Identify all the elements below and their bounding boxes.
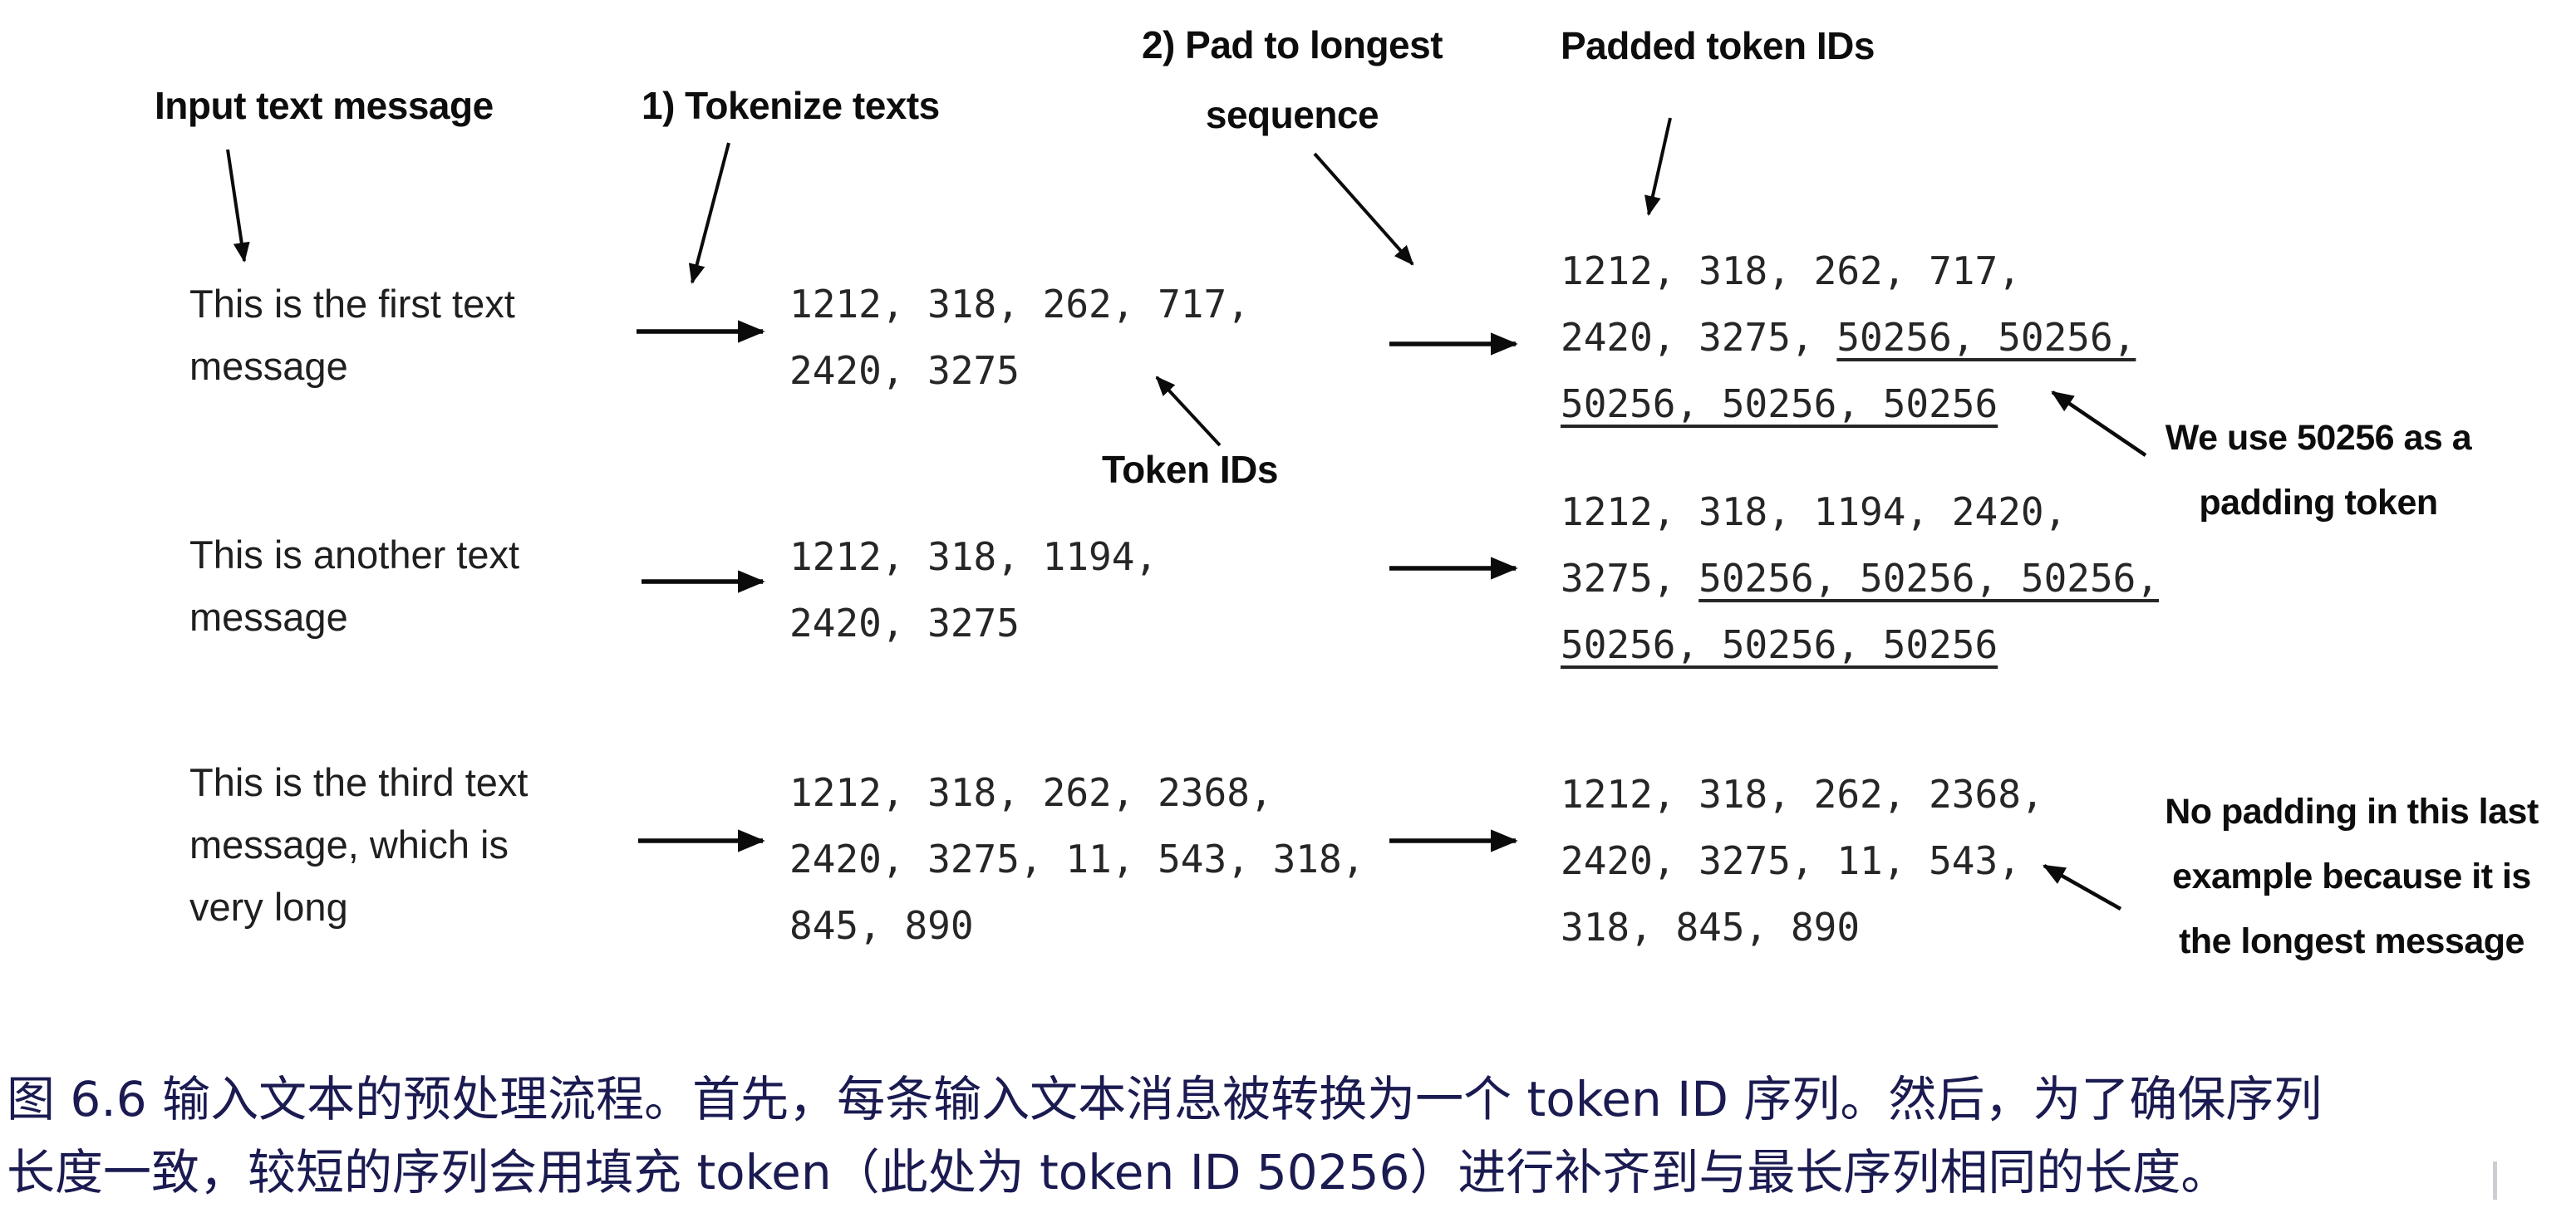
row3-message-line3: very long [189, 885, 348, 929]
label-pad-to-longest: 2) Pad to longest sequence [1097, 10, 1487, 150]
text-cursor-artifact [2493, 1161, 2497, 1200]
label-pad-line2: sequence [1205, 93, 1379, 136]
label-padded-token-ids: Padded token IDs [1561, 24, 1875, 67]
row2-message-line1: This is another text [189, 533, 520, 577]
row1-ids-line1: 1212, 318, 262, 717, [789, 282, 1250, 327]
note-padding-line1: We use 50256 as a [2165, 418, 2472, 458]
row3-padded-token-ids: 1212, 318, 262, 2368, 2420, 3275, 11, 54… [1561, 761, 2044, 960]
label-pad-line1: 2) Pad to longest [1141, 23, 1443, 66]
row2-padded-line3: 50256, 50256, 50256 [1561, 622, 1998, 667]
note-no-padding-line1: No padding in this last [2165, 792, 2539, 832]
note-no-padding-line2: example because it is [2172, 857, 2531, 896]
row1-message-line2: message [189, 344, 348, 388]
label-tokenize-texts: 1) Tokenize texts [642, 84, 940, 127]
row1-input-message: This is the first text message [189, 273, 515, 397]
arrow-tokenize-label-to-row1 [688, 142, 730, 284]
row2-padded-line1: 1212, 318, 1194, 2420, [1561, 489, 2067, 534]
arrow-input-label-to-row1 [226, 149, 250, 263]
row1-padded-line2: 2420, 3275, 50256, 50256, [1561, 315, 2136, 360]
row3-input-message: This is the third text message, which is… [189, 751, 528, 938]
row3-message-line1: This is the third text [189, 760, 528, 804]
row2-ids-line2: 2420, 3275 [789, 601, 1020, 646]
row1-token-ids: 1212, 318, 262, 717, 2420, 3275 [789, 271, 1250, 404]
row3-ids-line2: 2420, 3275, 11, 543, 318, [789, 837, 1365, 881]
row1-message-line1: This is the first text [189, 282, 515, 326]
row1-padded-line3: 50256, 50256, 50256 [1561, 381, 1998, 426]
row2-message-line2: message [189, 595, 348, 639]
row1-ids-line2: 2420, 3275 [789, 348, 1020, 393]
arrow-nopadding-note-to-row3-padded [2043, 864, 2122, 911]
figure-caption-line1: 图 6.6 输入文本的预处理流程。首先，每条输入文本消息被转换为一个 token… [7, 1071, 2323, 1127]
note-padding-token: We use 50256 as a padding token [2077, 405, 2559, 535]
arrow-pad-label-to-row1 [1313, 152, 1414, 266]
row3-message-line2: message, which is [189, 823, 509, 867]
arrow-padded-label-to-row1 [1644, 117, 1672, 216]
row3-ids-line3: 845, 890 [789, 903, 974, 948]
note-padding-line2: padding token [2199, 483, 2438, 523]
note-no-padding: No padding in this last example because … [2127, 779, 2576, 974]
row2-token-ids: 1212, 318, 1194, 2420, 3275 [789, 523, 1158, 656]
row2-ids-line1: 1212, 318, 1194, [789, 534, 1158, 579]
row1-padded-line1: 1212, 318, 262, 717, [1561, 248, 2021, 293]
row3-padded-line3: 318, 845, 890 [1561, 905, 1861, 950]
label-token-ids: Token IDs [1102, 448, 1278, 491]
row1-padded-token-ids: 1212, 318, 262, 717, 2420, 3275, 50256, … [1561, 238, 2136, 437]
note-no-padding-line3: the longest message [2179, 921, 2524, 961]
row3-ids-line1: 1212, 318, 262, 2368, [789, 770, 1273, 815]
label-input-text-message: Input text message [155, 84, 494, 127]
row3-token-ids: 1212, 318, 262, 2368, 2420, 3275, 11, 54… [789, 759, 1364, 959]
row2-padded-line2: 3275, 50256, 50256, 50256, [1561, 556, 2160, 601]
figure-caption-line2: 长度一致，较短的序列会用填充 token（此处为 token ID 50256）… [7, 1144, 2229, 1201]
row3-padded-line2: 2420, 3275, 11, 543, [1561, 838, 2021, 883]
row2-padded-token-ids: 1212, 318, 1194, 2420, 3275, 50256, 5025… [1561, 479, 2159, 678]
row2-input-message: This is another text message [189, 523, 519, 648]
row3-padded-line1: 1212, 318, 262, 2368, [1561, 772, 2044, 817]
